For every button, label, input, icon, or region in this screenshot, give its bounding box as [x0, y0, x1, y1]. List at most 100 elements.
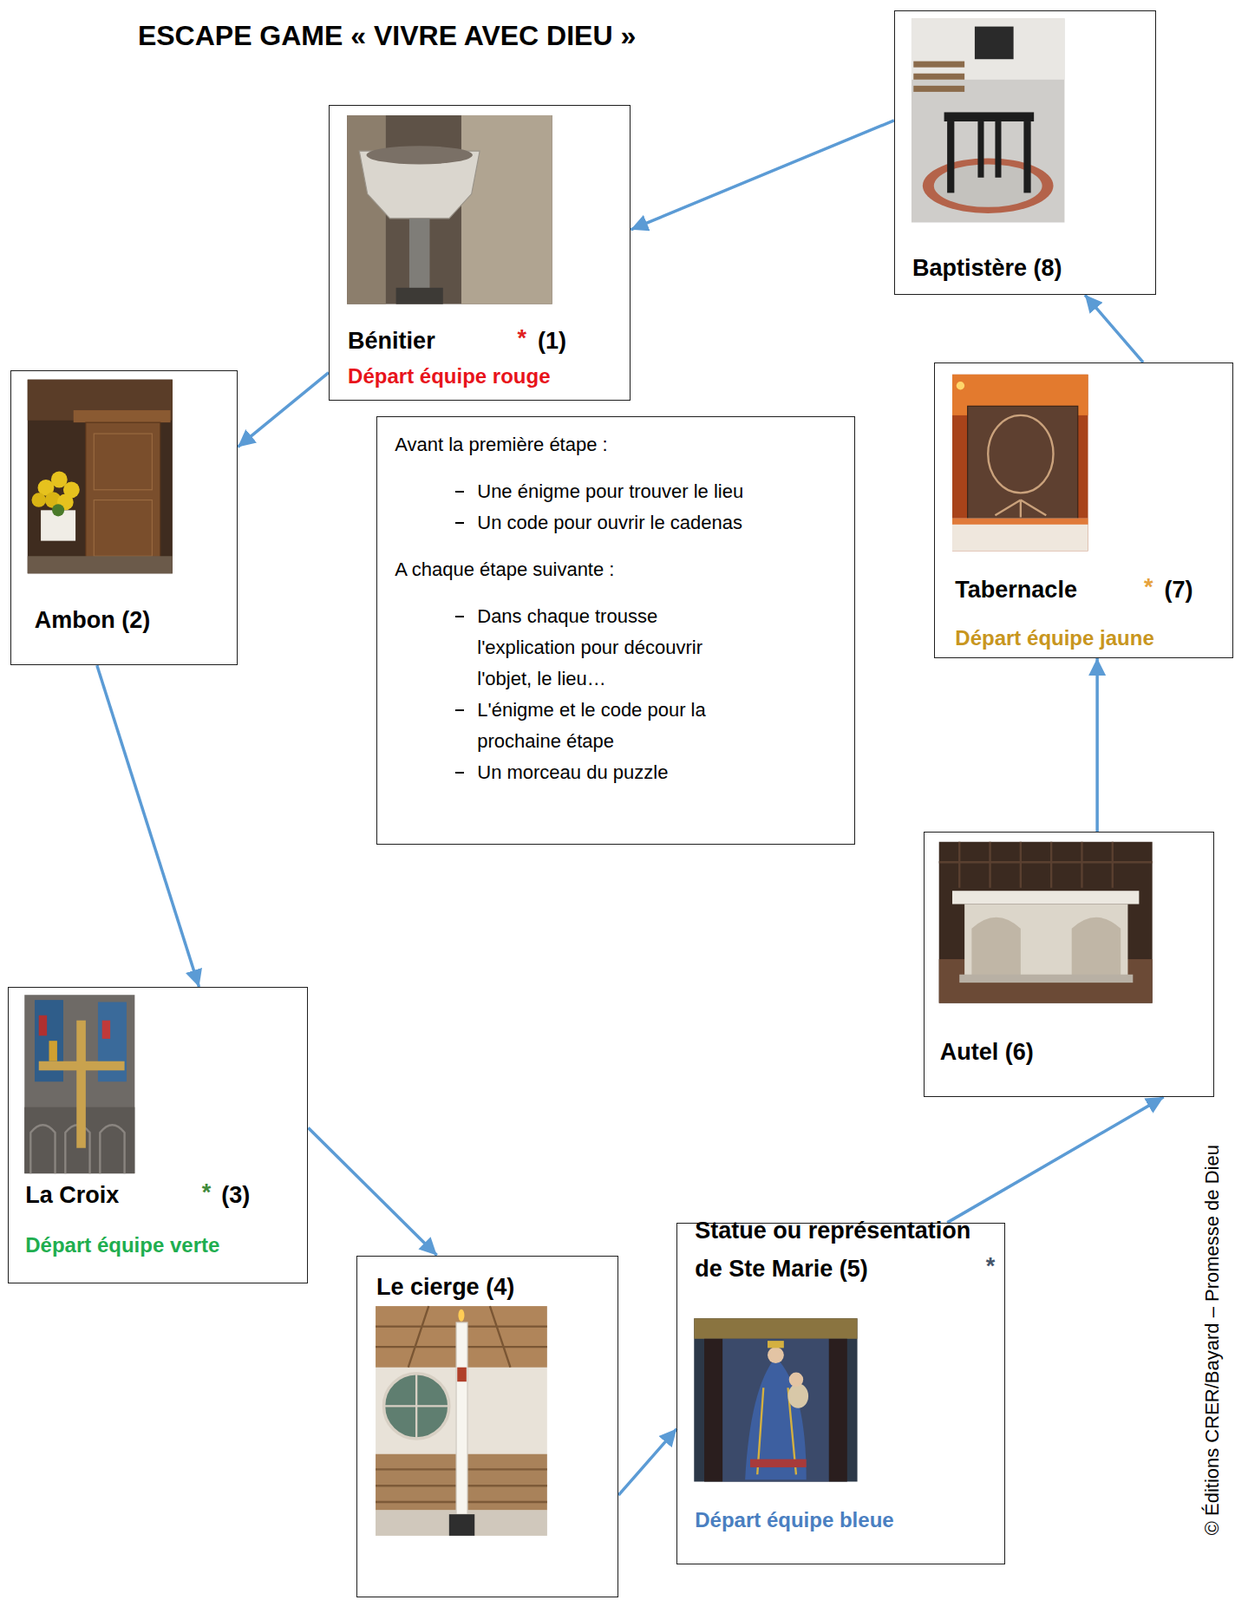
station-box: Tabernacle * (7) Départ équipe jaune: [934, 362, 1234, 659]
lectern-panel: [93, 500, 152, 557]
window-bars: [383, 1373, 449, 1439]
station-box: Le cierge (4): [356, 1255, 619, 1598]
flame: [956, 381, 965, 390]
stone-wall: [461, 115, 553, 305]
info-heading: Avant la première étape :: [394, 429, 837, 461]
info-box: Avant la première étape :Une énigme pour…: [376, 416, 856, 845]
altar-body: [964, 904, 1128, 979]
tabernacle-photo: [952, 374, 1089, 552]
basin-foot: [396, 287, 444, 305]
list-item: Dans chaque trousse l'explication pour d…: [394, 601, 837, 695]
child-body: [788, 1384, 810, 1409]
list-item: Un code pour ouvrir le cadenas: [394, 507, 837, 539]
glass-piece: [102, 1020, 111, 1039]
photo-ground: [693, 1318, 857, 1482]
bullet-dash: [455, 771, 464, 774]
floor: [27, 555, 173, 574]
candle: [456, 1322, 468, 1515]
photo-ground: [375, 1306, 548, 1536]
station-number: (3): [221, 1181, 250, 1209]
carved-face: [987, 415, 1053, 493]
photo-ground: [911, 18, 1066, 223]
stone-wall: [346, 115, 386, 305]
list-item: Un morceau du puzzle: [394, 757, 837, 789]
star-mark: *: [516, 324, 527, 353]
flame: [457, 1309, 464, 1322]
stand-leg: [947, 121, 955, 193]
station-name: Bénitier: [347, 326, 436, 355]
cierge-photo: [375, 1306, 548, 1536]
copyright-note: © Éditions CRER/Bayard – Promesse de Die…: [1201, 1144, 1224, 1536]
statue-robe: [744, 1357, 807, 1480]
station-name: Le cierge (4): [376, 1273, 515, 1301]
wall: [911, 18, 1066, 80]
star-mark: *: [202, 1178, 212, 1207]
flow-arrow: [618, 1429, 677, 1496]
glass-piece: [48, 1040, 57, 1062]
station-name: La Croix: [25, 1181, 119, 1209]
window: [974, 26, 1014, 60]
stand-leg: [977, 121, 984, 178]
lectern-panel: [93, 433, 152, 491]
station-name: Baptistère (8): [912, 254, 1063, 282]
pew: [913, 61, 965, 68]
stand-leg: [1023, 121, 1031, 193]
flow-arrow: [630, 120, 895, 230]
altar-base: [959, 974, 1133, 983]
glass-piece: [39, 1015, 47, 1037]
team-start: Départ équipe verte: [25, 1233, 220, 1259]
list-text: Dans chaque trousse l'explication pour d…: [477, 601, 753, 695]
column: [704, 1339, 723, 1483]
star-mark: *: [1143, 573, 1154, 602]
team-start: Départ équipe rouge: [347, 364, 550, 390]
robe-hem: [750, 1459, 807, 1468]
flow-arrow: [307, 1127, 437, 1255]
pew: [913, 85, 965, 92]
page-title: ESCAPE GAME « VIVRE AVEC DIEU »: [137, 19, 636, 53]
list-text: Un code pour ouvrir le cadenas: [477, 507, 753, 539]
station-name: Tabernacle: [954, 575, 1078, 604]
station-box: Ambon (2): [10, 370, 238, 666]
photo-ground: [346, 115, 553, 305]
star-mark: *: [986, 1252, 996, 1281]
station-name: Statue ou représentation de Ste Marie (5…: [694, 1211, 994, 1288]
list-text: L'énigme et le code pour la prochaine ét…: [477, 694, 753, 758]
flow-arrow: [1095, 658, 1099, 832]
niche: [722, 1339, 829, 1483]
tabernacle-door: [967, 405, 1079, 521]
station-box: Autel (6): [923, 831, 1215, 1098]
station-box: Statue ou représentation de Ste Marie (5…: [676, 1222, 1006, 1565]
altar-cloth: [952, 518, 1089, 552]
round-window: [383, 1373, 449, 1439]
statue-face: [767, 1346, 785, 1364]
cross-beam: [39, 1061, 125, 1072]
brick-ring: [922, 157, 1054, 214]
child-face: [789, 1372, 804, 1387]
team-start: Départ équipe jaune: [954, 626, 1154, 652]
bullet-dash: [455, 615, 464, 618]
gilded-frame: [693, 1318, 857, 1340]
lectern-top: [73, 410, 171, 423]
photo-ground: [939, 842, 1153, 1004]
candle-mark: [457, 1367, 467, 1382]
flower: [31, 492, 46, 507]
info-heading: A chaque étape suivante :: [394, 554, 837, 586]
station-box: Baptistère (8): [894, 10, 1157, 295]
croix-photo: [24, 994, 135, 1174]
station-number: (7): [1164, 575, 1194, 604]
station-name: Autel (6): [940, 1038, 1034, 1066]
bullet-dash: [455, 490, 464, 493]
bullet-dash: [455, 522, 464, 524]
altar-top: [952, 890, 1139, 904]
list-item: L'énigme et le code pour la prochaine ét…: [394, 694, 837, 758]
bullet-dash: [455, 709, 464, 712]
ambon-photo: [27, 379, 173, 575]
crown: [767, 1340, 785, 1348]
column: [829, 1339, 848, 1483]
choir-screen: [939, 842, 1153, 889]
flow-arrow: [97, 665, 200, 987]
stand-top: [944, 111, 1035, 122]
carved-rays: [994, 500, 1046, 518]
basin-water: [365, 145, 472, 164]
